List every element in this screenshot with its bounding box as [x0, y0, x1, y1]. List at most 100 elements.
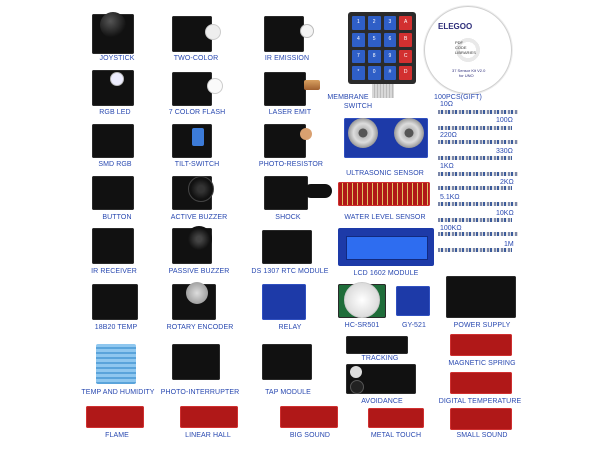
resistor-row	[438, 172, 518, 176]
label-18b20-temp: 18B20 TEMP	[94, 324, 138, 331]
label-rtc-module: DS 1307 RTC MODULE	[251, 268, 329, 275]
label-photo-resistor: PHOTO-RESISTOR	[258, 161, 324, 168]
keypad-key: 4	[352, 32, 365, 47]
label-shock: SHOCK	[275, 214, 301, 221]
rtc-board	[262, 230, 312, 264]
resistor-row	[438, 218, 512, 222]
label-joystick: JOYSTICK	[99, 55, 135, 62]
label-passive-buzzer: PASSIVE BUZZER	[168, 268, 230, 275]
label-laser-emit: LASER EMIT	[268, 109, 312, 116]
label-digital-temperature: DIGITAL TEMPERATURE	[438, 398, 522, 405]
label-ir-receiver: IR RECEIVER	[91, 268, 137, 275]
metal-touch-board	[368, 408, 424, 428]
shock-sensor-icon	[304, 184, 332, 198]
label-active-buzzer: ACTIVE BUZZER	[170, 214, 228, 221]
label-r-2k: 2KΩ	[500, 179, 514, 186]
keypad-key: 9	[383, 49, 397, 64]
photo-resistor-board	[264, 124, 306, 158]
dht-sensor-icon	[96, 344, 136, 384]
label-linear-hall: LINEAR HALL	[185, 432, 231, 439]
label-two-color: TWO-COLOR	[173, 55, 219, 62]
label-tap-module: TAP MODULE	[265, 389, 311, 396]
elegoo-cd	[424, 6, 512, 94]
label-small-sound: SMALL SOUND	[456, 432, 508, 439]
photo-interrupter-board	[172, 344, 220, 380]
label-ir-emission: IR EMISSION	[264, 55, 310, 62]
keypad-key: 1	[352, 16, 365, 30]
cd-line2: CODE	[455, 45, 467, 50]
resistor-row	[438, 156, 512, 160]
lcd-screen	[346, 236, 428, 260]
seven-color-led-icon	[207, 78, 223, 94]
cd-brand: ELEGOO	[438, 22, 473, 31]
resistor-row	[438, 126, 512, 130]
label-rotary-encoder: ROTARY ENCODER	[166, 324, 234, 331]
ultrasonic-eye-right-icon	[394, 118, 424, 148]
joystick-knob-icon	[100, 12, 126, 38]
passive-buzzer-icon	[186, 226, 212, 252]
laser-head-icon	[304, 80, 320, 90]
label-flame: FLAME	[105, 432, 129, 439]
cd-line1: PDF	[455, 40, 463, 45]
label-metal-touch: METAL TOUCH	[370, 432, 422, 439]
smd-rgb-board	[92, 124, 134, 158]
label-big-sound: BIG SOUND	[289, 432, 331, 439]
shock-board	[264, 176, 308, 210]
label-membrane-switch: SWITCH	[343, 103, 373, 110]
keypad-key: *	[352, 66, 365, 80]
water-level-board	[338, 182, 430, 206]
rgb-led-icon	[110, 72, 124, 86]
label-r-100k: 100KΩ	[440, 225, 462, 232]
keypad-key: B	[399, 32, 412, 47]
cd-line4: 37 Sensor Kit V2.0	[452, 68, 486, 73]
label-button: BUTTON	[102, 214, 132, 221]
label-r-10k: 10KΩ	[496, 210, 514, 217]
cd-line5: for UNO	[459, 73, 474, 78]
label-rgb-led: RGB LED	[99, 109, 131, 116]
digital-temp-board	[450, 372, 512, 394]
tracking-board	[346, 336, 408, 354]
relay-board	[262, 284, 306, 320]
keypad-key: A	[399, 16, 412, 30]
label-membrane: MEMBRANE	[327, 94, 369, 101]
pir-dome-icon	[344, 282, 380, 318]
label-100pcs-gift: 100PCS(GIFT)	[434, 94, 482, 101]
keypad-key: D	[399, 66, 412, 80]
active-buzzer-icon	[188, 176, 214, 202]
keypad-key: 3	[383, 16, 397, 30]
tilt-switch-icon	[192, 128, 204, 146]
label-r-330: 330Ω	[496, 148, 513, 155]
resistor-row	[438, 110, 518, 114]
label-r-10: 10Ω	[440, 101, 454, 108]
label-ultrasonic: ULTRASONIC SENSOR	[346, 170, 424, 177]
keypad-key: C	[399, 49, 412, 64]
label-temp-humidity: TEMP AND HUMIDITY	[81, 389, 155, 396]
rotary-knob-icon	[186, 282, 208, 304]
label-lcd: LCD 1602 MODULE	[353, 270, 419, 277]
label-r-1k: 1KΩ	[440, 163, 454, 170]
label-r-5-1k: 5.1KΩ	[440, 194, 460, 201]
label-magnetic-spring: MAGNETIC SPRING	[448, 360, 516, 367]
label-avoidance: AVOIDANCE	[361, 398, 403, 405]
label-hc-sr501: HC-SR501	[344, 322, 380, 329]
resistor-row	[438, 140, 518, 144]
avoidance-emitter-icon	[350, 366, 362, 378]
keypad-ribbon	[372, 84, 394, 98]
ir-led-icon	[300, 24, 314, 38]
label-water-level: WATER LEVEL SENSOR	[344, 214, 426, 221]
tap-module-board	[262, 344, 312, 380]
keypad-key: 0	[367, 66, 381, 80]
label-r-220: 220Ω	[440, 132, 457, 139]
ds18b20-board	[92, 284, 138, 320]
keypad-key: 6	[383, 32, 397, 47]
laser-board	[264, 72, 306, 106]
keypad-key: 7	[352, 49, 365, 64]
power-supply-board	[446, 276, 516, 318]
ir-receiver-board	[92, 228, 134, 264]
ultrasonic-eye-left-icon	[348, 118, 378, 148]
keypad-key: 8	[367, 49, 381, 64]
keypad-key: #	[383, 66, 397, 80]
keypad-key: 5	[367, 32, 381, 47]
cd-line3: LIBRARIES	[455, 50, 476, 55]
